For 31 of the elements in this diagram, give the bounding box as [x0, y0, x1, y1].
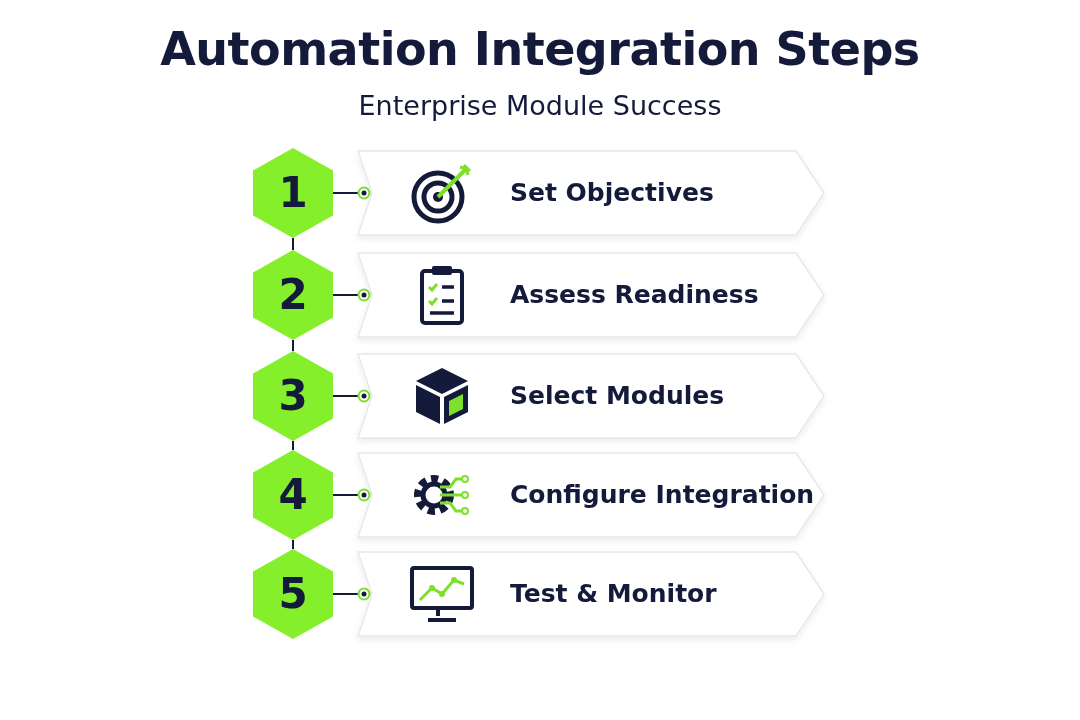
- step-card: [358, 354, 824, 438]
- step-number: 4: [278, 474, 308, 516]
- step-hexagon: [253, 351, 333, 441]
- step-label: Configure Integration: [510, 480, 815, 510]
- connector-line: [332, 488, 371, 502]
- title: Automation Integration Steps: [160, 22, 920, 76]
- link-line: [292, 440, 294, 451]
- step-card: [358, 552, 824, 636]
- step-number: 1: [278, 172, 308, 214]
- step-label: Set Objectives: [510, 178, 714, 208]
- step-card: [358, 453, 824, 537]
- link-line: [292, 237, 294, 251]
- step-hexagon: [253, 250, 333, 340]
- step-hexagon: [253, 148, 333, 238]
- step-card: [358, 151, 824, 235]
- connector-line: [332, 288, 371, 302]
- step-card: [358, 253, 824, 337]
- connector-line: [332, 587, 371, 601]
- step-number: 2: [278, 274, 308, 316]
- step-label: Select Modules: [510, 381, 725, 411]
- step-hexagon: [253, 450, 333, 540]
- step-label: Test & Monitor: [510, 579, 717, 609]
- step-number: 3: [278, 375, 308, 417]
- link-line: [292, 539, 294, 550]
- step-number: 5: [278, 573, 308, 615]
- connector-line: [332, 186, 371, 200]
- subtitle: Enterprise Module Success: [358, 90, 722, 121]
- connector-line: [332, 389, 371, 403]
- step-hexagon: [253, 549, 333, 639]
- step-label: Assess Readiness: [510, 280, 759, 310]
- link-line: [292, 339, 294, 352]
